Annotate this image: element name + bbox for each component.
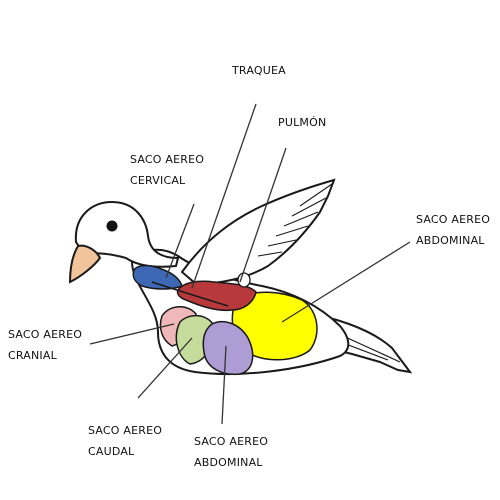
leader-lines (89, 103, 411, 425)
trachea-tube (151, 281, 229, 307)
leader-line-traquea (191, 103, 257, 289)
label-line-2: ABDOMINAL (194, 456, 263, 469)
label-saco-abdominal-bottom: SACO AEREO ABDOMINAL (194, 431, 268, 473)
lung-bronchus (237, 272, 251, 288)
label-line-2: ABDOMINAL (416, 234, 485, 247)
label-line-2: CAUDAL (88, 445, 135, 458)
leader-line-saco-caudal (137, 337, 193, 399)
label-saco-cervical: SACO AEREO CERVICAL (130, 149, 204, 191)
abdominal-air-sac-purple (202, 320, 254, 376)
label-line-1: SACO AEREO (416, 213, 491, 226)
label-pulmon: PULMÓN (278, 112, 326, 133)
leader-line-saco-cranial (89, 323, 175, 345)
wing-feather-lines (257, 183, 333, 257)
label-saco-cranial: SACO AEREO CRANIAL (8, 324, 82, 366)
label-line-2: CRANIAL (8, 349, 57, 362)
label-saco-abdominal-right: SACO AEREO ABDOMINAL (416, 209, 490, 251)
label-line-1: SACO AEREO (88, 424, 163, 437)
lung (176, 280, 257, 312)
bird-head (74, 200, 180, 268)
eye (106, 220, 118, 232)
leader-line-saco-cervical (165, 203, 195, 279)
wing (180, 178, 336, 286)
label-line-2: CERVICAL (130, 174, 186, 187)
label-line-1: SACO AEREO (130, 153, 205, 166)
label-traquea-text: TRAQUEA (232, 64, 286, 77)
label-traquea: TRAQUEA (232, 60, 286, 81)
label-saco-caudal: SACO AEREO CAUDAL (88, 420, 162, 462)
leader-line-saco-abdominal-right (281, 241, 411, 323)
leader-line-saco-abdominal-bottom (221, 345, 227, 425)
label-line-1: SACO AEREO (194, 435, 269, 448)
label-line-1: SACO AEREO (8, 328, 83, 341)
leader-line-pulmon (239, 147, 287, 283)
label-pulmon-text: PULMÓN (278, 116, 327, 129)
beak (68, 244, 102, 284)
